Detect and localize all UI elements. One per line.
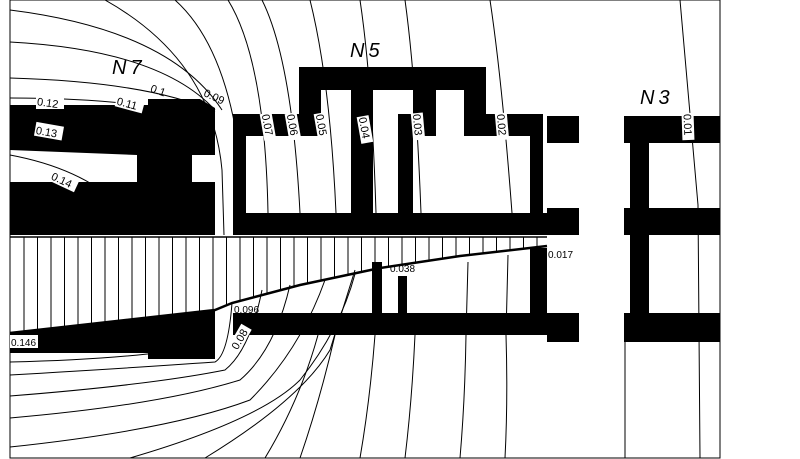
contour-label: 0.03 [410, 114, 424, 136]
region-label-n5: N5 [350, 40, 384, 62]
region-label-n3: N3 [640, 87, 674, 109]
contour-label: 0.06 [284, 113, 300, 136]
contour-label: 0.13 [35, 125, 58, 141]
profile-hatching [23, 237, 538, 332]
contour-label: 0.07 [259, 113, 275, 136]
profile-value: 0.096 [234, 305, 259, 316]
region-label-n7: N7 [112, 57, 146, 79]
contour-label: 0.12 [36, 96, 59, 111]
profile-value-left: 0.146 [11, 338, 36, 349]
profile-value: 0.038 [390, 264, 415, 275]
contour-label: 0.01 [681, 114, 694, 136]
contour-label: 0.02 [494, 114, 508, 136]
contour-label: 0.05 [313, 113, 329, 136]
profile-value-right: 0.017 [548, 250, 573, 261]
contour-label: 0.04 [356, 116, 372, 139]
contour-label: 0.1 [149, 83, 167, 100]
structure-n5 [233, 67, 579, 342]
contour-label: 0.11 [115, 96, 138, 113]
structure-n3 [624, 116, 720, 342]
